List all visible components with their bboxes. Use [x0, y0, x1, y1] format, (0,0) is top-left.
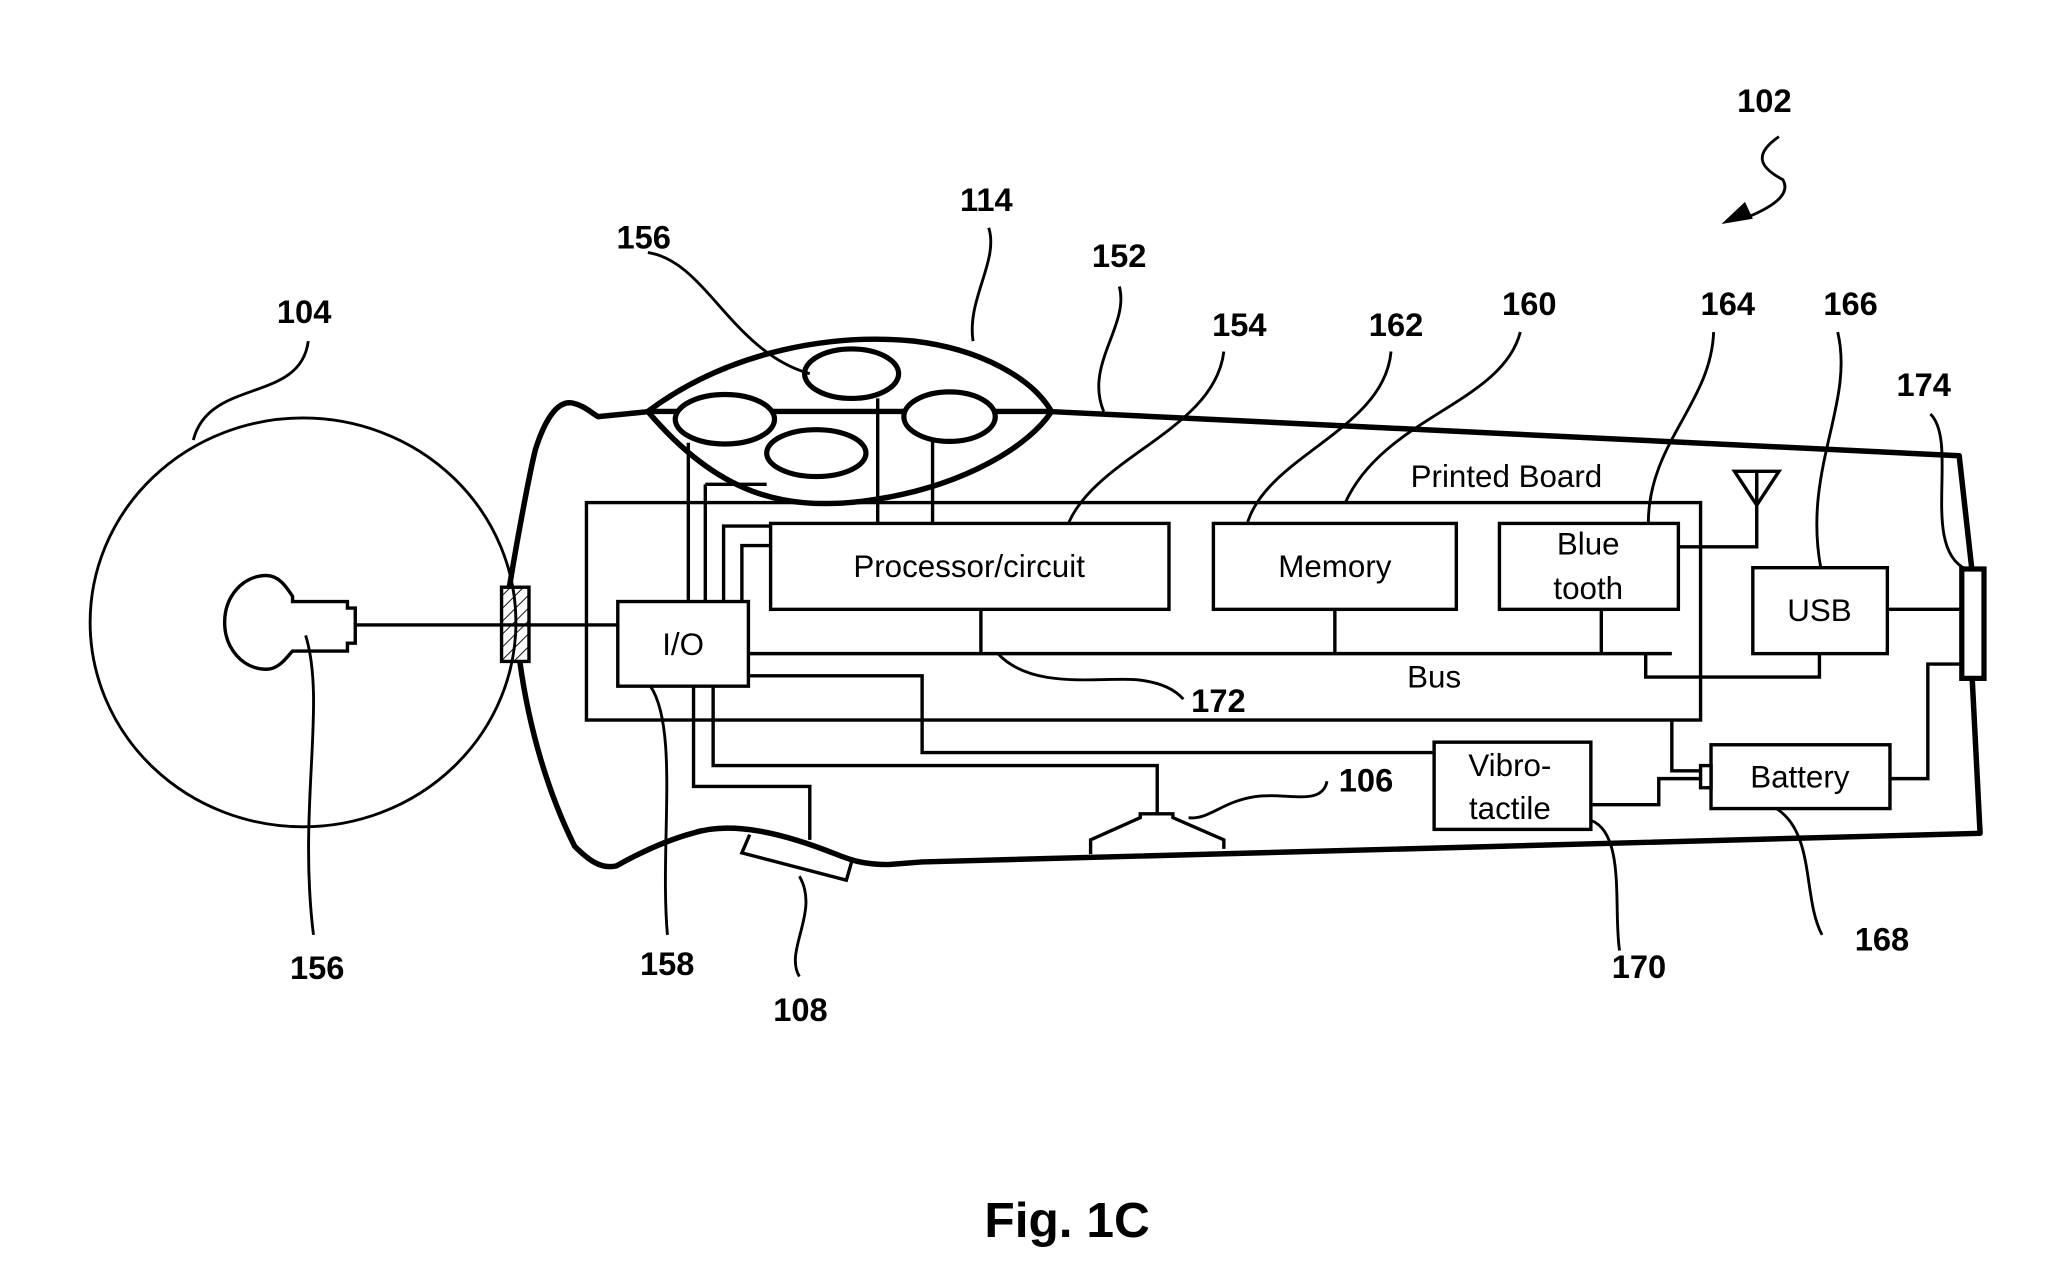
io-to-speaker-wire — [711, 686, 1159, 814]
leader-108 — [793, 875, 808, 978]
usb-block: USB — [1644, 565, 1964, 679]
ref-166: 166 — [1823, 285, 1877, 322]
memory-box — [1211, 521, 1459, 612]
ref-156-bottom: 156 — [290, 949, 344, 986]
bluetooth-label-2: tooth — [1553, 571, 1623, 606]
antenna-icon — [1731, 469, 1783, 509]
board-outline — [584, 500, 1703, 722]
leader-lines — [191, 227, 1967, 978]
ref-172: 172 — [1191, 682, 1245, 719]
leader-104 — [191, 340, 310, 441]
pad-outline — [645, 336, 1055, 507]
ref-152: 152 — [1092, 237, 1146, 274]
leader-156-top — [647, 251, 811, 376]
printed-board: Printed Board — [584, 459, 1703, 722]
bluetooth-label-1: Blue — [1557, 527, 1620, 562]
port-connector — [1959, 566, 1987, 681]
ring-assembly — [88, 416, 620, 829]
vibrotactile-block: Vibro- tactile — [1432, 740, 1701, 832]
leader-174 — [1929, 413, 1967, 571]
leader-158 — [649, 685, 669, 935]
leader-162 — [1245, 351, 1393, 524]
leader-152 — [1097, 286, 1123, 412]
leader-160 — [1343, 331, 1522, 504]
usb-label: USB — [1787, 593, 1851, 628]
device-arrow — [1743, 135, 1787, 221]
ref-104: 104 — [277, 293, 331, 330]
housing-outline — [506, 400, 1983, 870]
ref-164: 164 — [1701, 285, 1755, 322]
io-to-sensor-wire — [691, 686, 812, 840]
leader-170 — [1590, 818, 1622, 951]
ref-106: 106 — [1339, 762, 1393, 799]
ref-170: 170 — [1612, 948, 1666, 985]
sensor-pad — [739, 833, 854, 883]
io-wires — [691, 674, 1435, 840]
electrode-2 — [672, 391, 778, 447]
leader-164 — [1646, 331, 1716, 524]
ring-outline — [88, 416, 518, 829]
memory-label: Memory — [1278, 549, 1392, 584]
memory-block: Memory — [1211, 521, 1459, 612]
reference-numerals: 102 114 156 152 104 154 162 160 164 166 … — [277, 82, 1951, 1028]
battery-box — [1709, 743, 1892, 811]
battery-block: Battery — [1670, 662, 1964, 811]
processor-label: Processor/circuit — [853, 549, 1085, 584]
housing — [506, 400, 1983, 870]
io-block: I/O — [616, 599, 751, 688]
figure-caption: Fig. 1C — [984, 1192, 1149, 1248]
bus-label: Bus — [1407, 660, 1461, 695]
vibro-label-2: tactile — [1469, 791, 1551, 826]
io-label: I/O — [662, 627, 704, 662]
ref-154: 154 — [1212, 306, 1266, 343]
electrode-4 — [764, 427, 869, 480]
ref-174: 174 — [1896, 366, 1950, 403]
ref-162: 162 — [1369, 306, 1423, 343]
leader-106 — [1188, 780, 1329, 820]
ring-electrode — [222, 573, 357, 671]
device-arrowhead — [1721, 201, 1753, 224]
battery-to-port-wire — [1889, 662, 1964, 781]
hatched-connector — [499, 585, 531, 664]
ref-168: 168 — [1855, 921, 1909, 958]
battery-terminal — [1698, 763, 1713, 790]
speaker-icon — [1088, 812, 1226, 855]
leader-168 — [1775, 807, 1824, 936]
ref-114: 114 — [960, 181, 1013, 218]
printed-board-label: Printed Board — [1411, 459, 1603, 494]
vibro-to-battery-wire — [1590, 776, 1701, 807]
processor-box — [768, 521, 1171, 612]
io-box — [616, 599, 751, 688]
board-to-battery-wire — [1670, 720, 1701, 773]
ref-108: 108 — [773, 991, 827, 1028]
electrode-1 — [801, 346, 902, 402]
bluetooth-block: Blue tooth — [1497, 469, 1783, 612]
vibrotactile-box — [1432, 740, 1593, 832]
bus: Bus — [748, 609, 1672, 695]
ref-158: 158 — [640, 945, 694, 982]
battery-label: Battery — [1750, 760, 1850, 795]
leader-154 — [1067, 351, 1226, 524]
processor-block: Processor/circuit — [768, 521, 1171, 612]
io-to-vibro-wire — [748, 674, 1435, 755]
bluetooth-box — [1497, 521, 1681, 612]
ref-156-top: 156 — [616, 219, 670, 256]
top-pad — [645, 336, 1055, 507]
leader-114 — [970, 227, 993, 342]
usb-to-bus-wire — [1644, 653, 1822, 679]
leader-166 — [1815, 331, 1843, 568]
vibro-label-1: Vibro- — [1468, 748, 1551, 783]
leader-156-bottom — [304, 634, 316, 936]
leader-172 — [996, 652, 1185, 701]
electrode-3 — [901, 389, 998, 444]
ref-102: 102 — [1737, 82, 1791, 119]
ref-160: 160 — [1502, 285, 1556, 322]
